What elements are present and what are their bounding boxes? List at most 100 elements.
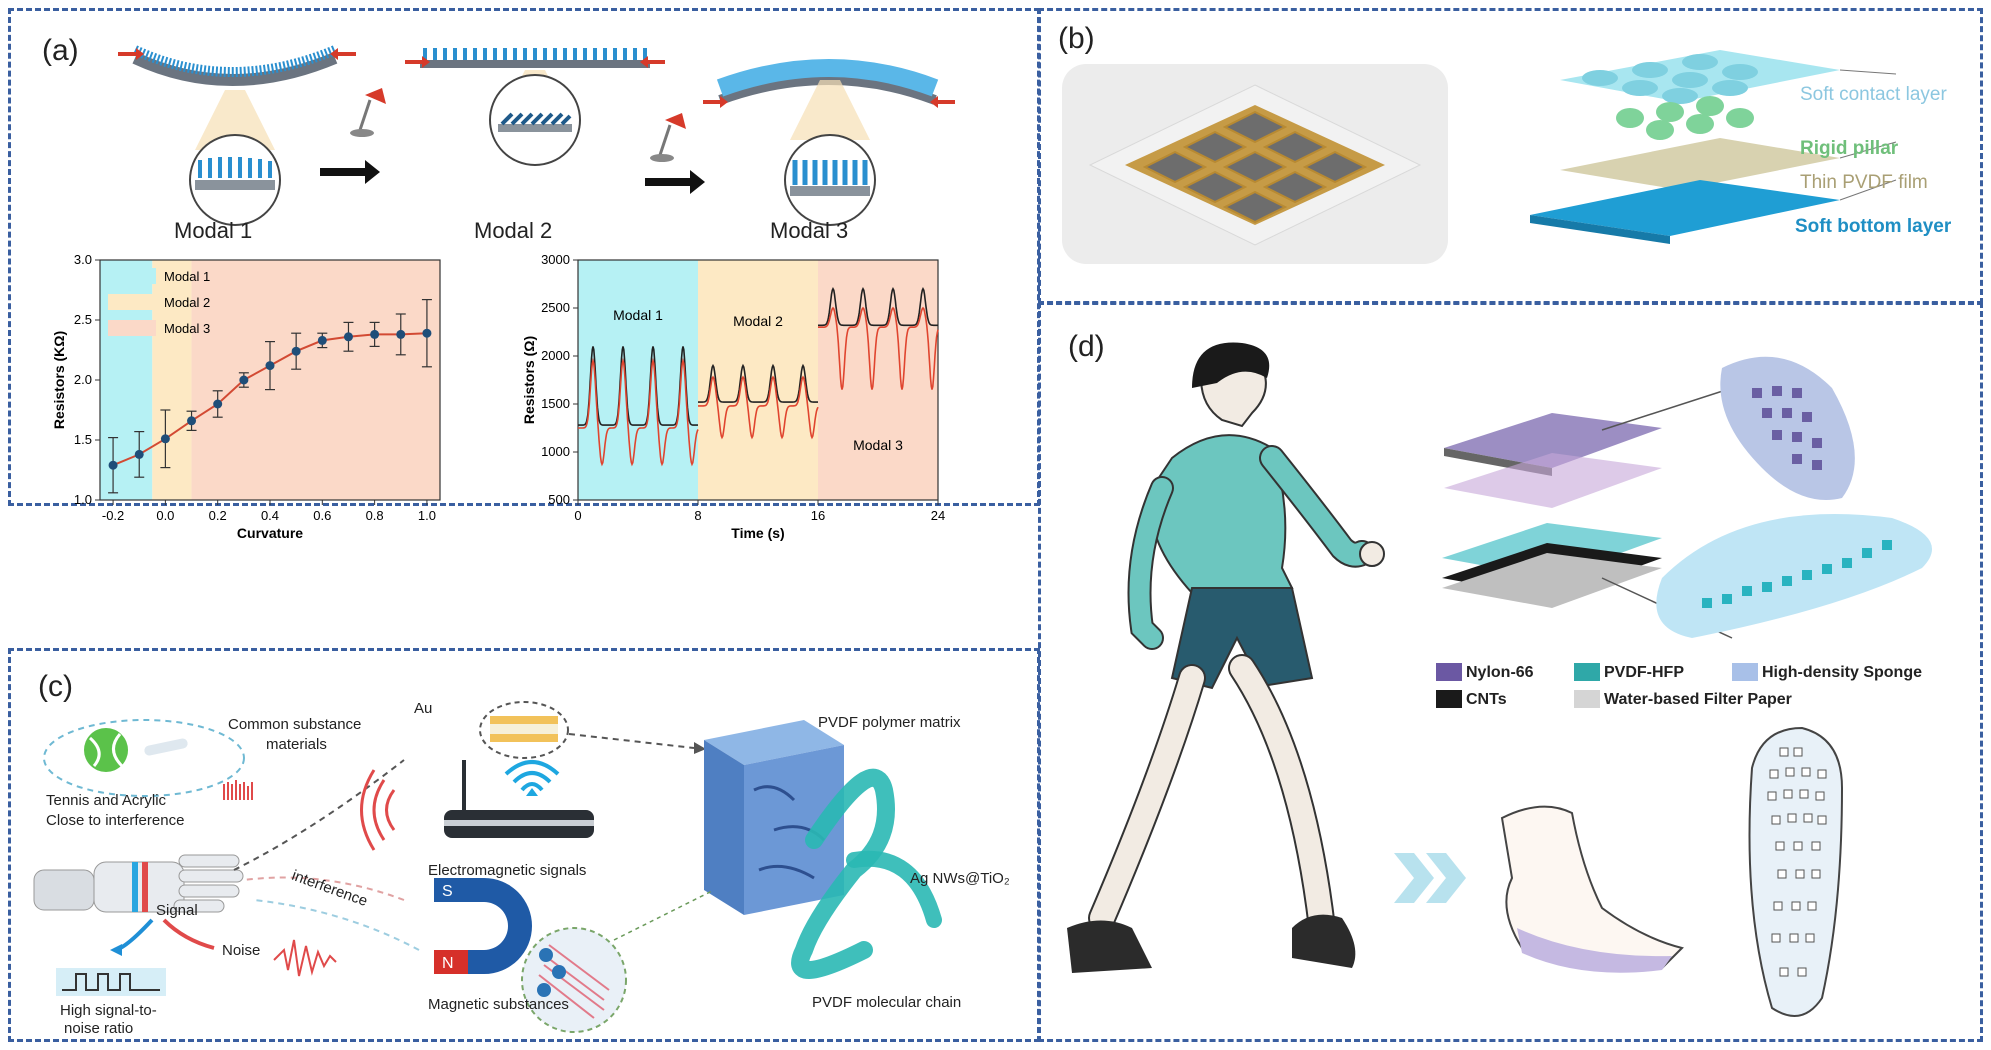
x-tick-label: -0.2 [102,508,124,523]
legend-label: Modal 2 [164,295,210,310]
region-band [578,260,698,500]
panel-d-illustration [1067,342,1932,1017]
legend-label: Modal 3 [164,321,210,336]
sensor-array-render [1062,64,1448,264]
arrow-icon [645,170,705,194]
x-axis-label: Curvature [237,525,303,541]
data-point [317,335,327,345]
lamp-icon [350,88,386,137]
x-tick-label: 0.6 [313,508,331,523]
modal-3-caption: Modal 3 [770,218,849,243]
panel-c-illustration: S N [33,701,942,1033]
panel-d-frame [1038,302,1983,1042]
data-point [108,460,118,470]
exploded-layers [1530,50,1897,244]
y-axis-label: Resistors (Ω) [521,336,537,424]
panel-a-label: (a) [42,34,79,67]
data-point [422,328,432,338]
foot-insole [1500,805,1684,973]
region-band [191,260,440,500]
walking-person [1067,342,1385,973]
data-point [396,329,406,339]
noise-waveform [273,939,337,977]
data-point [134,449,144,459]
insole-bottom [1656,514,1932,638]
tennis-acrylic-text: Tennis and Acrylic [46,792,167,809]
y-tick-label: 500 [548,492,570,507]
y-tick-label: 1000 [541,444,570,459]
y-tick-label: 1.5 [74,432,92,447]
x-tick-label: 0 [574,508,581,523]
x-tick-label: 16 [811,508,825,523]
panel-c-label: (c) [38,670,73,703]
snr-line2: noise ratio [64,1020,134,1037]
au-sandwich-icon [479,701,569,759]
insole-layout [1748,726,1844,1017]
chevron-right-icon [1394,853,1466,903]
y-tick-label: 2000 [541,348,570,363]
layer-thin-pvdf: Thin PVDF film [1800,172,1928,193]
arrow-icon [320,160,380,184]
insole-top [1720,356,1855,500]
robot-hand-icon [33,854,244,913]
magnetic-label: Magnetic substances [428,996,569,1013]
pvdf-cube [704,720,942,979]
series-line [578,306,939,467]
signal-bars-icon [223,780,253,800]
panel-a-illustrations [118,45,955,226]
au-label: Au [414,700,433,717]
legend-swatch [108,294,156,310]
legend-nylon: Nylon-66 [1466,664,1534,681]
region-band [698,260,818,500]
legend-swatch [108,268,156,284]
modal-2-caption: Modal 2 [474,218,553,243]
lamp-icon [650,113,686,162]
pvdf-matrix-label: PVDF polymer matrix [818,714,961,731]
signal-label: Signal [156,902,198,919]
layer-rigid-pillar: Rigid pillar [1800,138,1899,159]
legend-pvdf-hfp: PVDF-HFP [1604,664,1684,681]
y-tick-label: 3000 [541,252,570,267]
layer-soft-contact: Soft contact layer [1800,84,1947,105]
legend-filter-paper: Water-based Filter Paper [1604,691,1792,708]
region-band [152,260,192,500]
legend-swatches [1436,663,1758,708]
magnet-n-label: N [442,955,454,972]
data-point [343,332,353,342]
router-icon [444,760,594,838]
region-band [818,260,938,500]
modal3-strip [703,59,955,226]
y-axis-label: Resistors (KΩ) [51,331,67,429]
panel-b-illustration [1062,50,1897,264]
data-point [187,416,197,426]
modal1-strip [118,45,356,226]
y-tick-label: 1500 [541,396,570,411]
legend-label: Modal 1 [164,269,210,284]
y-tick-label: 3.0 [74,252,92,267]
data-point [213,399,223,409]
x-tick-label: 24 [931,508,945,523]
molecular-chain-circle [521,927,627,1033]
x-axis-label: Time (s) [731,525,784,541]
materials-bubble [43,719,245,797]
region-label: Modal 1 [613,307,663,323]
x-tick-label: 0.2 [209,508,227,523]
layer-soft-bottom: Soft bottom layer [1795,216,1952,237]
legend-cnts: CNTs [1466,691,1507,708]
data-point [370,329,380,339]
sensor-stack [1442,387,1733,639]
data-point [265,361,275,371]
x-tick-label: 1.0 [418,508,436,523]
legend-swatch [108,320,156,336]
x-tick-label: 0.8 [366,508,384,523]
y-tick-label: 2.0 [74,372,92,387]
legend-sponge: High-density Sponge [1762,664,1922,681]
em-signals-label: Electromagnetic signals [428,862,587,879]
magnet-icon: S N [434,878,532,974]
close-interference-text: Close to interference [46,812,185,829]
snr-line1: High signal-to- [60,1002,157,1019]
common-substance-text: Common substance [228,716,362,733]
region-label: Modal 3 [853,437,903,453]
